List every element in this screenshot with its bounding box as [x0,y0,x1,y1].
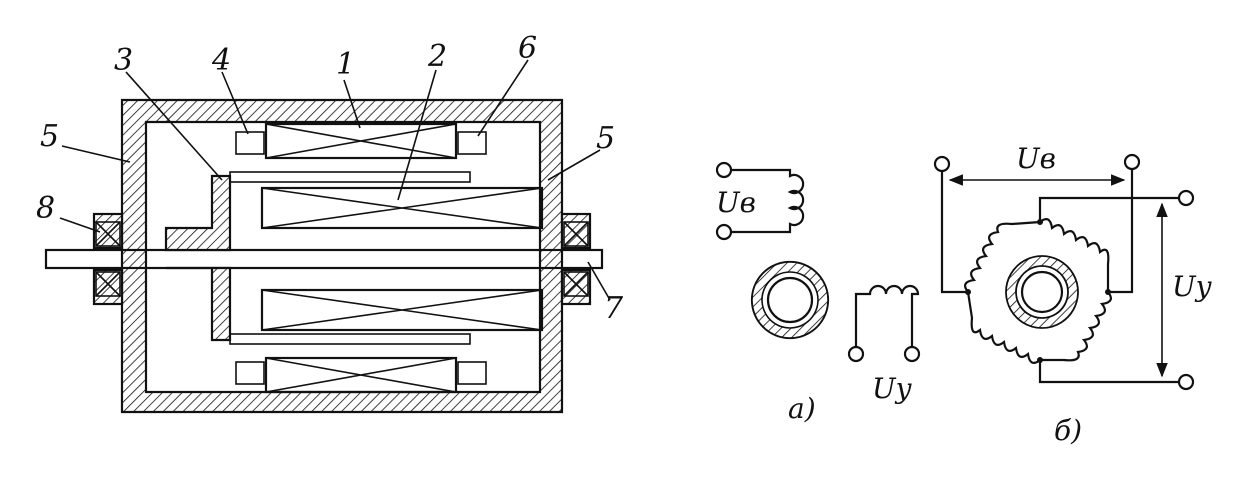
wire-ctrl-top [1038,196,1179,222]
leader-lines [59,59,611,301]
housing [120,98,564,414]
rotor-hub [164,174,232,252]
rotor-core-b [1020,270,1064,314]
rotor-cup-bottom [229,333,471,345]
motor-cross-section: 1 2 3 4 5 5 6 7 8 [36,31,624,414]
label-1: 1 [336,47,355,82]
stator-winding-diamond [964,218,1112,364]
terminal-b-ctrl-bottom [1177,373,1195,391]
excitation-voltage-b: Uв [1016,142,1056,175]
shaft [44,248,604,270]
excitation-coil-a [731,168,805,234]
wire-ctrl-bottom [1038,360,1179,384]
schematic-a: Uв Uу а) [715,161,921,425]
rotor-hub-lower [166,266,232,342]
outer-stator-winding [264,122,458,394]
control-voltage-a: Uу [872,372,913,405]
terminal-a-exc-bottom [715,223,733,241]
label-8: 8 [36,191,55,226]
terminal-b-exc-left [933,155,951,173]
label-2: 2 [427,39,447,74]
wire-exc-right [1108,169,1134,294]
rotor-cup-top [229,171,471,183]
rotor-ring-a [751,261,829,339]
terminal-b-ctrl-top [1177,189,1195,207]
label-7: 7 [604,291,624,326]
terminal-a-ctrl-left [847,345,865,363]
bearing-right [563,221,589,297]
control-voltage-b: Uу [1172,270,1213,303]
terminal-b-exc-right [1123,153,1141,171]
terminal-a-exc-top [715,161,733,179]
excitation-voltage-a: Uв [716,186,756,219]
label-3: 3 [114,43,133,78]
terminal-a-ctrl-right [903,345,921,363]
label-4: 4 [211,43,231,78]
schematic-b: Uв Uу б) [933,142,1213,447]
bearing-left [95,221,121,297]
control-coil-a [854,284,920,346]
coil-ends [235,131,487,385]
label-5-right: 5 [596,121,615,156]
caption-a: а) [788,392,816,425]
rotor-core-a [766,276,814,324]
inner-stator [260,186,544,332]
label-5-left: 5 [40,119,59,154]
caption-b: б) [1054,414,1082,447]
rotor-ring-b [1005,255,1079,329]
wire-exc-left [940,171,968,294]
label-6: 6 [518,31,537,66]
